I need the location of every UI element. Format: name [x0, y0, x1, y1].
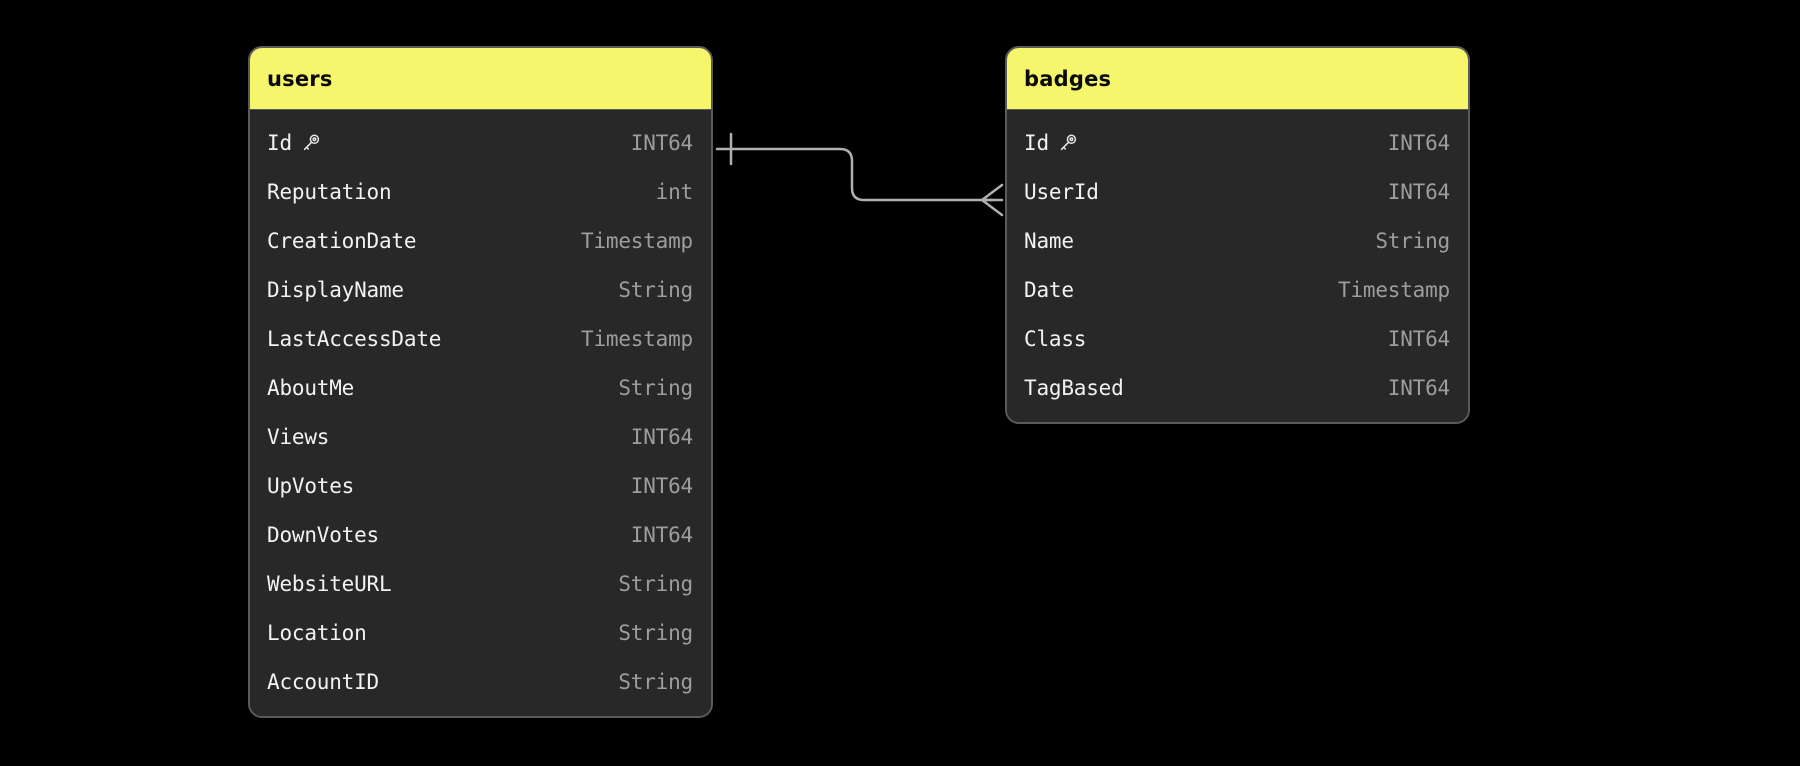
- field-type: String: [618, 571, 693, 596]
- field-row[interactable]: Reputation int: [250, 167, 711, 216]
- field-name-group: AboutMe: [267, 376, 354, 400]
- field-name-group: Views: [267, 425, 329, 449]
- field-type: String: [618, 375, 693, 400]
- field-type: String: [618, 669, 693, 694]
- field-type: INT64: [1387, 326, 1450, 351]
- field-row[interactable]: Views INT64: [250, 412, 711, 461]
- entity-header-users[interactable]: users: [250, 48, 711, 110]
- field-name: LastAccessDate: [267, 326, 442, 351]
- relationship-line: [715, 147, 994, 202]
- field-type: INT64: [630, 130, 693, 155]
- field-type: Timestamp: [581, 326, 693, 351]
- field-row[interactable]: UpVotes INT64: [250, 461, 711, 510]
- field-row[interactable]: UserId INT64: [1007, 167, 1468, 216]
- field-name: Reputation: [267, 179, 392, 204]
- field-name: UserId: [1024, 179, 1099, 204]
- relationship-users-id-to-badges-userid[interactable]: [715, 132, 1004, 217]
- field-row[interactable]: DisplayName String: [250, 265, 711, 314]
- field-name-group: TagBased: [1024, 376, 1124, 400]
- field-name: Name: [1024, 228, 1074, 253]
- field-name-group: WebsiteURL: [267, 571, 392, 596]
- field-type: INT64: [1387, 375, 1450, 400]
- field-row[interactable]: Class INT64: [1007, 314, 1468, 363]
- field-name-group: DisplayName: [267, 278, 404, 302]
- field-row[interactable]: Name String: [1007, 216, 1468, 265]
- field-name: Date: [1024, 277, 1074, 302]
- field-name-group: Class: [1024, 327, 1086, 351]
- field-type: INT64: [630, 424, 693, 449]
- key-icon: [1058, 133, 1078, 153]
- field-type: INT64: [630, 522, 693, 547]
- field-type: String: [618, 277, 693, 302]
- cardinality-many-marker: [980, 183, 1004, 217]
- field-name: UpVotes: [267, 473, 355, 498]
- field-row[interactable]: Id INT64: [1007, 118, 1468, 167]
- field-name: WebsiteURL: [267, 571, 392, 596]
- field-name: DownVotes: [267, 522, 379, 547]
- field-name: AboutMe: [267, 375, 355, 400]
- field-type: INT64: [1387, 179, 1450, 204]
- field-name-group: CreationDate: [267, 228, 417, 253]
- field-name: Id: [267, 130, 292, 155]
- field-row[interactable]: AccountID String: [250, 657, 711, 706]
- field-name: DisplayName: [267, 277, 404, 302]
- key-icon: [301, 133, 321, 153]
- field-row[interactable]: Id INT64: [250, 118, 711, 167]
- field-type: Timestamp: [581, 228, 693, 253]
- field-type: INT64: [630, 473, 693, 498]
- field-type: Timestamp: [1338, 277, 1450, 302]
- field-type: String: [618, 620, 693, 645]
- field-name-group: UpVotes: [267, 474, 354, 498]
- field-name-group: AccountID: [267, 670, 379, 694]
- entity-title: users: [267, 66, 333, 91]
- field-name: Id: [1024, 130, 1049, 155]
- field-row[interactable]: TagBased INT64: [1007, 363, 1468, 412]
- field-row[interactable]: WebsiteURL String: [250, 559, 711, 608]
- field-name: Class: [1024, 326, 1087, 351]
- field-name-group: LastAccessDate: [267, 327, 441, 351]
- field-name-group: Name: [1024, 229, 1074, 253]
- field-name-group: DownVotes: [267, 523, 379, 547]
- field-name-group: Reputation: [267, 179, 392, 204]
- field-type: INT64: [1387, 130, 1450, 155]
- field-name-group: Date: [1024, 278, 1074, 302]
- field-row[interactable]: CreationDate Timestamp: [250, 216, 711, 265]
- field-name: Location: [267, 620, 367, 645]
- entity-header-badges[interactable]: badges: [1007, 48, 1468, 110]
- field-row[interactable]: AboutMe String: [250, 363, 711, 412]
- field-name-group: Id: [267, 131, 321, 155]
- field-name-group: Location: [267, 621, 367, 645]
- field-name: TagBased: [1024, 375, 1124, 400]
- field-name: Views: [267, 424, 330, 449]
- entity-title: badges: [1024, 66, 1112, 91]
- field-row[interactable]: DownVotes INT64: [250, 510, 711, 559]
- field-name: CreationDate: [267, 228, 417, 253]
- field-row[interactable]: LastAccessDate Timestamp: [250, 314, 711, 363]
- field-name-group: UserId: [1024, 180, 1099, 204]
- field-name-group: Id: [1024, 131, 1078, 155]
- field-row[interactable]: Location String: [250, 608, 711, 657]
- field-type: String: [1375, 228, 1450, 253]
- field-type: int: [655, 179, 694, 204]
- field-row[interactable]: Date Timestamp: [1007, 265, 1468, 314]
- field-name: AccountID: [267, 669, 379, 694]
